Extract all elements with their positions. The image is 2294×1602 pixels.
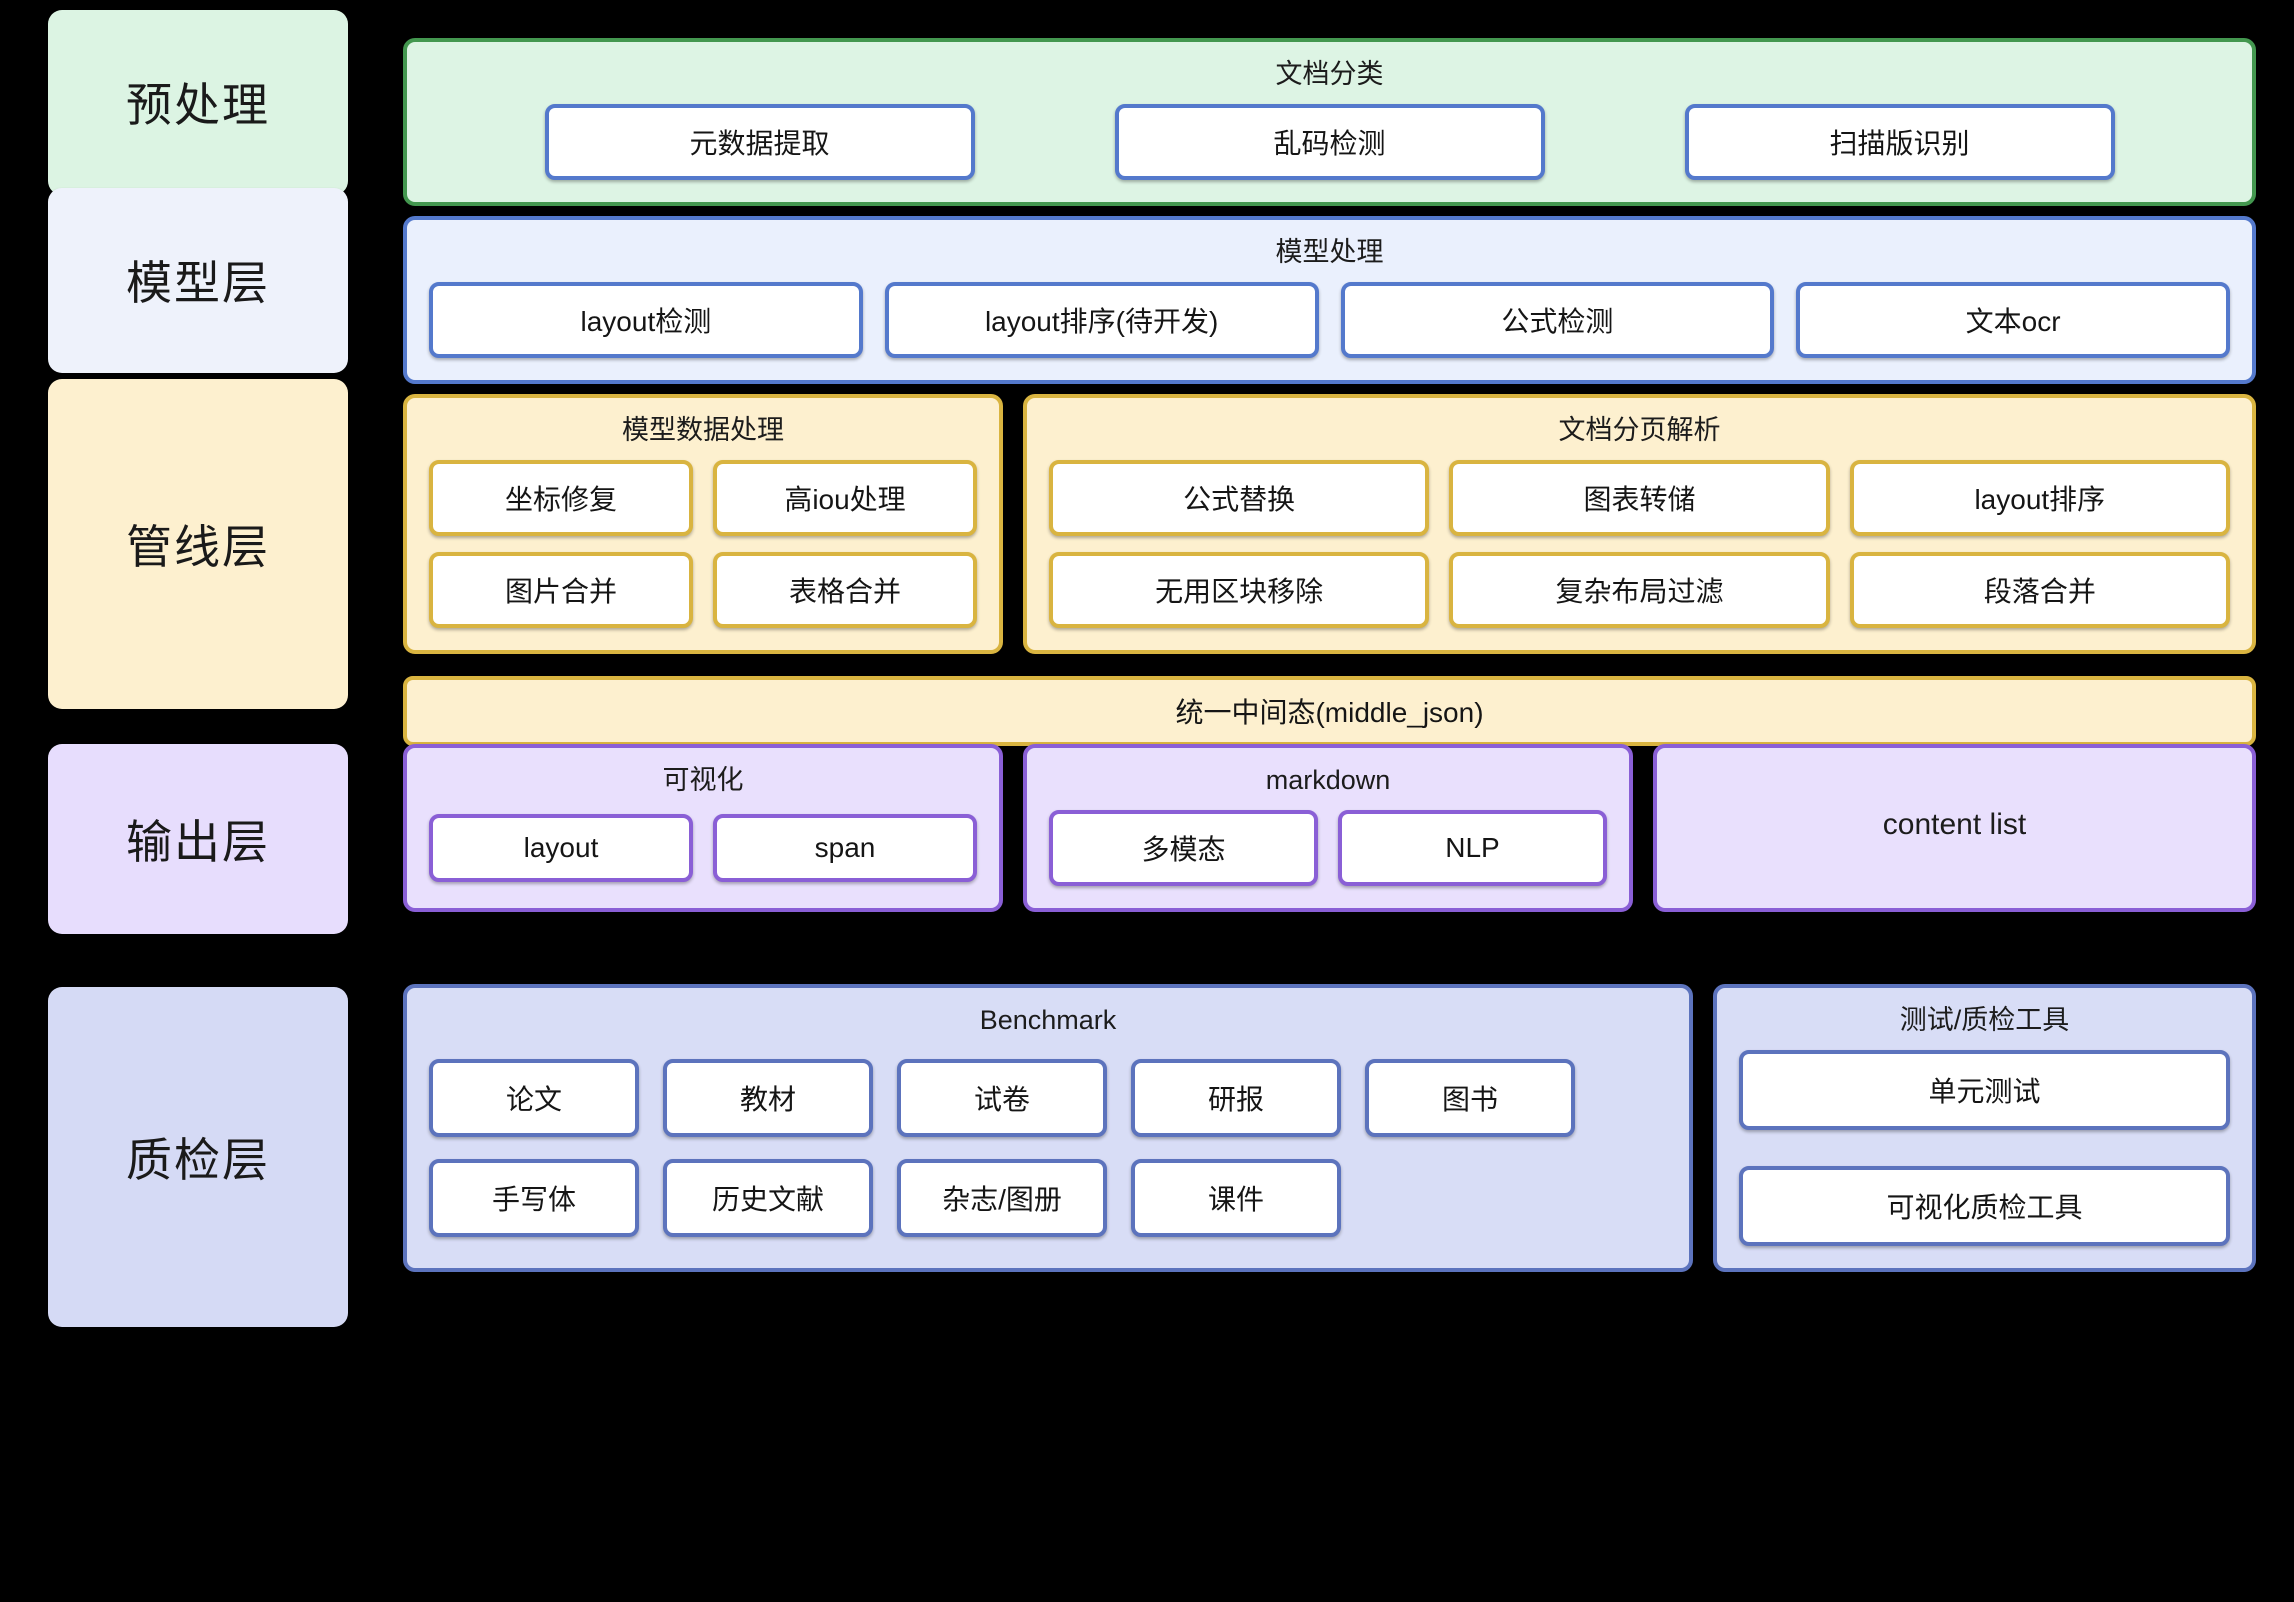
layer-label-text: 输出层 bbox=[126, 816, 270, 868]
layer-label-preprocess: 预处理 bbox=[48, 9, 348, 195]
node-high-iou-processing[interactable]: 高iou处理 bbox=[713, 460, 977, 537]
panel-content-list[interactable]: content list bbox=[1653, 744, 2256, 913]
node-line: 坐标修复 高iou处理 bbox=[429, 460, 977, 537]
node-line: 图片合并 表格合并 bbox=[429, 552, 977, 629]
node-line: 论文 教材 试卷 研报 图书 bbox=[429, 1059, 1667, 1138]
layer-label-text: 模型层 bbox=[126, 257, 270, 309]
panel-title-test-quality-tools: 测试/质检工具 bbox=[1899, 1005, 2070, 1035]
panel-title-benchmark: Benchmark bbox=[979, 1005, 1117, 1035]
panel-title-markdown: markdown bbox=[1265, 765, 1391, 795]
layer-label-quality: 质检层 bbox=[48, 986, 348, 1327]
panel-strip-pipeline: 模型数据处理 坐标修复 高iou处理 图片合并 表格合并 文档分页解析 bbox=[403, 394, 2256, 655]
node-exam[interactable]: 试卷 bbox=[897, 1059, 1107, 1138]
node-complex-layout-filter[interactable]: 复杂布局过滤 bbox=[1449, 552, 1830, 629]
node-formula-replacement[interactable]: 公式替换 bbox=[1049, 460, 1430, 537]
node-research-report[interactable]: 研报 bbox=[1131, 1059, 1341, 1138]
layer-row-quality: 质检层 Benchmark 论文 教材 试卷 研报 图书 bbox=[48, 984, 2256, 1329]
node-line: 可视化质检工具 bbox=[1739, 1166, 2230, 1247]
node-line: layout检测 layout排序(待开发) 公式检测 文本ocr bbox=[429, 282, 2230, 359]
panel-markdown: markdown 多模态 NLP bbox=[1023, 744, 1633, 913]
layer-body-model: 模型处理 layout检测 layout排序(待开发) 公式检测 文本ocr bbox=[403, 216, 2256, 385]
layer-label-text: 质检层 bbox=[126, 1133, 270, 1186]
panel-title-model-data-processing: 模型数据处理 bbox=[622, 415, 784, 445]
panel-body-visualization: layout span bbox=[429, 810, 977, 886]
panel-model-processing: 模型处理 layout检测 layout排序(待开发) 公式检测 文本ocr bbox=[403, 216, 2256, 385]
panel-body-model-data-processing: 坐标修复 高iou处理 图片合并 表格合并 bbox=[429, 460, 977, 629]
node-layout-output[interactable]: layout bbox=[429, 814, 693, 883]
panel-model-data-processing: 模型数据处理 坐标修复 高iou处理 图片合并 表格合并 bbox=[403, 394, 1003, 655]
layer-label-text: 管线层 bbox=[126, 521, 270, 573]
node-line: 元数据提取 乱码检测 扫描版识别 bbox=[429, 104, 2230, 181]
layer-row-preprocess: 预处理 文档分类 元数据提取 乱码检测 扫描版识别 bbox=[48, 9, 2256, 207]
panel-strip-model: 模型处理 layout检测 layout排序(待开发) 公式检测 文本ocr bbox=[403, 216, 2256, 385]
node-chart-transfer[interactable]: 图表转储 bbox=[1449, 460, 1830, 537]
node-unit-test[interactable]: 单元测试 bbox=[1739, 1050, 2230, 1131]
node-paragraph-merge[interactable]: 段落合并 bbox=[1849, 552, 2230, 629]
panel-strip-output: 可视化 layout span markdown 多模态 NLP bbox=[403, 744, 2256, 913]
node-line: 手写体 历史文献 杂志/图册 课件 bbox=[429, 1159, 1667, 1238]
layer-label-text: 预处理 bbox=[126, 79, 270, 131]
node-span-output[interactable]: span bbox=[713, 814, 977, 883]
node-table-merge[interactable]: 表格合并 bbox=[713, 552, 977, 629]
unified-middle-json-bar[interactable]: 统一中间态(middle_json) bbox=[403, 676, 2256, 747]
node-book[interactable]: 图书 bbox=[1365, 1059, 1575, 1138]
node-scan-recognition[interactable]: 扫描版识别 bbox=[1684, 104, 2115, 181]
layer-body-pipeline: 模型数据处理 坐标修复 高iou处理 图片合并 表格合并 文档分页解析 bbox=[403, 394, 2256, 747]
node-garbled-detection[interactable]: 乱码检测 bbox=[1114, 104, 1545, 181]
layer-row-pipeline: 管线层 模型数据处理 坐标修复 高iou处理 图片合并 表格合并 bbox=[48, 379, 2256, 747]
node-useless-block-removal[interactable]: 无用区块移除 bbox=[1049, 552, 1430, 629]
node-multimodal[interactable]: 多模态 bbox=[1049, 810, 1318, 887]
panel-title-model-processing: 模型处理 bbox=[1275, 237, 1384, 267]
node-coordinate-repair[interactable]: 坐标修复 bbox=[429, 460, 693, 537]
node-line: layout span bbox=[429, 814, 977, 883]
panel-title-document-classification: 文档分类 bbox=[1275, 59, 1384, 89]
panel-body-test-quality-tools: 单元测试 可视化质检工具 bbox=[1739, 1050, 2230, 1247]
layer-row-model: 模型层 模型处理 layout检测 layout排序(待开发) 公式检测 文本o… bbox=[48, 187, 2256, 385]
layer-body-output: 可视化 layout span markdown 多模态 NLP bbox=[403, 744, 2256, 934]
layer-label-model: 模型层 bbox=[48, 187, 348, 373]
node-layout-detection[interactable]: layout检测 bbox=[429, 282, 863, 359]
node-textbook[interactable]: 教材 bbox=[663, 1059, 873, 1138]
panel-visualization: 可视化 layout span bbox=[403, 744, 1003, 913]
node-metadata-extraction[interactable]: 元数据提取 bbox=[544, 104, 975, 181]
panel-document-classification: 文档分类 元数据提取 乱码检测 扫描版识别 bbox=[403, 38, 2256, 207]
layer-body-preprocess: 文档分类 元数据提取 乱码检测 扫描版识别 bbox=[403, 38, 2256, 207]
panel-title-visualization: 可视化 bbox=[662, 765, 744, 795]
node-magazine-album[interactable]: 杂志/图册 bbox=[897, 1159, 1107, 1238]
node-line: 多模态 NLP bbox=[1049, 810, 1607, 887]
panel-strip-quality: Benchmark 论文 教材 试卷 研报 图书 手写体 历史文献 杂志/图 bbox=[403, 984, 2256, 1273]
node-line: 公式替换 图表转储 layout排序 bbox=[1049, 460, 2230, 537]
node-line: 无用区块移除 复杂布局过滤 段落合并 bbox=[1049, 552, 2230, 629]
node-line: 单元测试 bbox=[1739, 1050, 2230, 1131]
layer-label-pipeline: 管线层 bbox=[48, 379, 348, 709]
node-paper[interactable]: 论文 bbox=[429, 1059, 639, 1138]
panel-body-model-processing: layout检测 layout排序(待开发) 公式检测 文本ocr bbox=[429, 282, 2230, 359]
node-nlp[interactable]: NLP bbox=[1338, 810, 1607, 887]
panel-body-benchmark: 论文 教材 试卷 研报 图书 手写体 历史文献 杂志/图册 课件 bbox=[429, 1050, 1667, 1246]
panel-document-page-parsing: 文档分页解析 公式替换 图表转储 layout排序 无用区块移除 复杂布局过滤 … bbox=[1023, 394, 2256, 655]
node-courseware[interactable]: 课件 bbox=[1131, 1159, 1341, 1238]
layer-row-output: 输出层 可视化 layout span markdown bbox=[48, 744, 2256, 934]
node-formula-detection[interactable]: 公式检测 bbox=[1340, 282, 1775, 359]
node-text-ocr[interactable]: 文本ocr bbox=[1796, 282, 2230, 359]
layer-body-quality: Benchmark 论文 教材 试卷 研报 图书 手写体 历史文献 杂志/图 bbox=[403, 984, 2256, 1329]
panel-body-markdown: 多模态 NLP bbox=[1049, 810, 1607, 887]
panel-title-document-page-parsing: 文档分页解析 bbox=[1558, 415, 1721, 445]
panel-test-quality-tools: 测试/质检工具 单元测试 可视化质检工具 bbox=[1713, 984, 2256, 1273]
panel-title-content-list: content list bbox=[1882, 808, 2027, 842]
node-handwriting[interactable]: 手写体 bbox=[429, 1159, 639, 1238]
node-historical-document[interactable]: 历史文献 bbox=[663, 1159, 873, 1238]
panel-benchmark: Benchmark 论文 教材 试卷 研报 图书 手写体 历史文献 杂志/图 bbox=[403, 984, 1693, 1273]
node-layout-sorting[interactable]: layout排序 bbox=[1849, 460, 2230, 537]
node-image-merge[interactable]: 图片合并 bbox=[429, 552, 693, 629]
panel-body-document-classification: 元数据提取 乱码检测 扫描版识别 bbox=[429, 104, 2230, 181]
node-layout-ordering[interactable]: layout排序(待开发) bbox=[884, 282, 1319, 359]
panel-strip-preprocess: 文档分类 元数据提取 乱码检测 扫描版识别 bbox=[403, 38, 2256, 207]
panel-body-document-page-parsing: 公式替换 图表转储 layout排序 无用区块移除 复杂布局过滤 段落合并 bbox=[1049, 460, 2230, 629]
node-visual-qa-tool[interactable]: 可视化质检工具 bbox=[1739, 1166, 2230, 1247]
layer-label-output: 输出层 bbox=[48, 744, 348, 934]
